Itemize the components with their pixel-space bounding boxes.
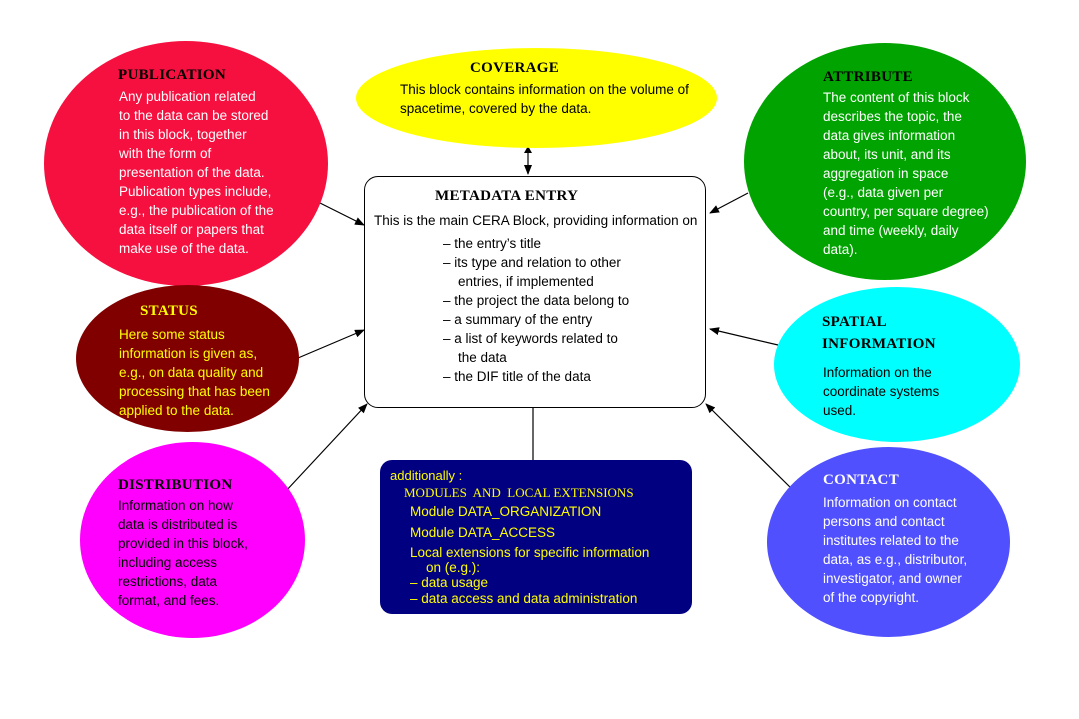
publication-line: e.g., the publication of the <box>119 203 274 218</box>
local-extension-item-usage: – data usage <box>410 575 489 590</box>
contact-line: institutes related to the <box>823 533 959 548</box>
distribution-line: Information on how <box>118 498 233 513</box>
distribution-line: format, and fees. <box>118 593 220 608</box>
metadata-title: METADATA ENTRY <box>435 188 579 204</box>
metadata-entry-block <box>364 176 706 408</box>
attribute-line: and time (weekly, daily <box>823 223 959 238</box>
local-extensions-text-2: on (e.g.): <box>426 560 481 575</box>
distribution-block <box>80 442 305 638</box>
status-line: processing that has been <box>119 384 270 399</box>
modules-subheading: MODULES AND LOCAL EXTENSIONS <box>404 485 634 500</box>
local-extension-item-access: – data access and data administration <box>410 591 638 606</box>
distribution-text: Information on how data is distributed i… <box>118 496 248 610</box>
status-title: STATUS <box>140 303 198 319</box>
metadata-list-item: entries, if implemented <box>443 274 594 289</box>
distribution-line: including access <box>118 555 218 570</box>
publication-line: Any publication related <box>119 89 256 104</box>
coverage-block <box>356 48 717 148</box>
spatial-title-line2: INFORMATION <box>822 336 936 352</box>
metadata-intro: This is the main CERA Block, providing i… <box>374 213 698 228</box>
status-block <box>76 285 299 432</box>
attribute-line: country, per square degree) <box>823 204 989 219</box>
attribute-line: about, its unit, and its <box>823 147 951 162</box>
spatial-line: used. <box>823 403 857 418</box>
metadata-list-item: – a summary of the entry <box>443 312 593 327</box>
publication-line: Publication types include, <box>119 184 272 199</box>
contact-line: of the copyright. <box>823 590 920 605</box>
status-text: Here some status information is given as… <box>119 325 270 420</box>
contact-title: CONTACT <box>823 472 899 488</box>
spatial-title-line1: SPATIAL <box>822 314 887 330</box>
distribution-line: data is distributed is <box>118 517 238 532</box>
status-line: Here some status <box>119 327 225 342</box>
metadata-list-item: – the entry’s title <box>443 236 542 251</box>
attribute-line: data gives information <box>823 128 956 143</box>
arrow-spatial <box>709 327 779 346</box>
arrow-coverage-tail <box>524 146 532 153</box>
publication-line: make use of the data. <box>119 241 249 256</box>
module-data-organization: Module DATA_ORGANIZATION <box>410 504 602 519</box>
metadata-list-item: – the DIF title of the data <box>443 369 591 384</box>
publication-line: data itself or papers that <box>119 222 264 237</box>
attribute-text: The content of this block describes the … <box>823 88 989 259</box>
publication-title: PUBLICATION <box>118 67 227 83</box>
publication-line: to the data can be stored <box>119 108 269 123</box>
arrow-distribution <box>284 403 368 493</box>
coverage-line: spacetime, covered by the data. <box>400 101 592 116</box>
contact-line: Information on contact <box>823 495 957 510</box>
local-extensions-text: Local extensions for specific informatio… <box>410 545 650 560</box>
spatial-line: Information on the <box>823 365 932 380</box>
attribute-line: The content of this block <box>823 90 970 105</box>
arrow-publication <box>317 201 365 226</box>
coverage-line: This block contains information on the v… <box>400 82 689 97</box>
publication-text: Any publication related to the data can … <box>119 87 274 258</box>
publication-line: with the form of <box>119 146 212 161</box>
modules-block <box>380 460 692 614</box>
status-line: e.g., on data quality and <box>119 365 264 380</box>
spatial-line: coordinate systems <box>823 384 940 399</box>
attribute-line: data). <box>823 242 858 257</box>
module-data-access: Module DATA_ACCESS <box>410 525 556 540</box>
coverage-text: This block contains information on the v… <box>400 80 689 118</box>
metadata-list-item: the data <box>443 350 507 365</box>
distribution-line: restrictions, data <box>118 574 218 589</box>
publication-line: presentation of the data. <box>119 165 265 180</box>
contact-text: Information on contact persons and conta… <box>823 493 967 607</box>
attribute-line: aggregation in space <box>823 166 949 181</box>
modules-heading: additionally : <box>390 468 463 483</box>
arrow-contact <box>705 403 796 493</box>
distribution-line: provided in this block, <box>118 536 248 551</box>
contact-line: data, as e.g., distributor, <box>823 552 968 567</box>
metadata-list-item: – the project the data belong to <box>443 293 630 308</box>
attribute-line: (e.g., data given per <box>823 185 944 200</box>
publication-block <box>44 41 328 286</box>
spatial-information-block <box>774 287 1020 442</box>
attribute-block <box>744 43 1026 280</box>
arrow-attribute <box>709 192 749 214</box>
metadata-list-item: – its type and relation to other <box>443 255 621 270</box>
metadata-list: – the entry’s title – its type and relat… <box>443 234 629 386</box>
attribute-title: ATTRIBUTE <box>823 69 913 85</box>
distribution-title: DISTRIBUTION <box>118 477 233 493</box>
status-line: applied to the data. <box>119 403 234 418</box>
spatial-text: Information on the coordinate systems us… <box>823 363 939 420</box>
contact-line: investigator, and owner <box>823 571 962 586</box>
publication-line: in this block, together <box>119 127 247 142</box>
attribute-line: describes the topic, the <box>823 109 962 124</box>
contact-block <box>767 447 1010 637</box>
contact-line: persons and contact <box>823 514 945 529</box>
status-line: information is given as, <box>119 346 258 361</box>
metadata-list-item: – a list of keywords related to <box>443 331 618 346</box>
arrow-status <box>297 329 365 359</box>
coverage-title: COVERAGE <box>470 60 560 76</box>
